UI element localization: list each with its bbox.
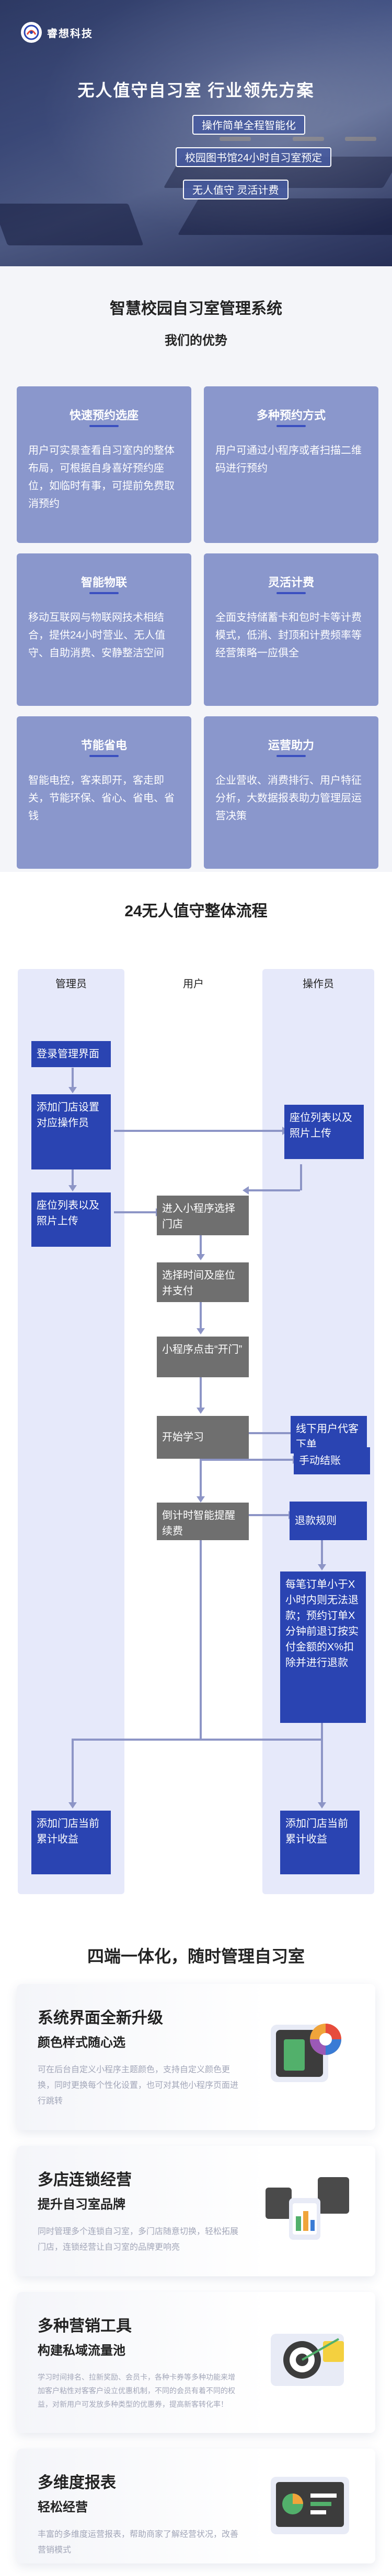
feature-title: 多维度报表 bbox=[38, 2474, 116, 2491]
arrow-down-icon bbox=[197, 1496, 205, 1503]
marketing-target-icon bbox=[271, 2334, 344, 2386]
advantage-title: 运营助力 bbox=[215, 716, 367, 757]
flow-connector bbox=[248, 1189, 300, 1191]
feature-card: 多维度报表 轻松经营 丰富的多维度运营报表，帮助商家了解经营状况，改善营销模式 bbox=[17, 2449, 375, 2563]
advantage-title: 多种预约方式 bbox=[215, 386, 367, 427]
advantage-card: 节能省电 智能电控，客来即开，客走即关，节能环保、省心、省电、省钱 bbox=[17, 716, 191, 869]
arrow-left-icon bbox=[243, 1186, 249, 1195]
flow-step-refund-rules: 退款规则 bbox=[290, 1502, 367, 1540]
features-heading: 四端一体化，随时管理自习室 bbox=[87, 1947, 305, 1966]
flow-connector bbox=[200, 1459, 294, 1461]
arrow-down-icon bbox=[197, 1408, 205, 1414]
flow-step-admin-add-store: 添加门店设置对应操作员 bbox=[31, 1094, 111, 1169]
advantage-card: 灵活计费 全面支持储蓄卡和包时卡等计费模式，低消、封顶和计费频率等经营策略一应俱… bbox=[204, 553, 378, 706]
advantages-heading: 智慧校园自习室管理系统 bbox=[110, 300, 282, 317]
arrow-down-icon bbox=[318, 1802, 326, 1809]
flow-connector bbox=[114, 1211, 157, 1213]
arrow-down-icon bbox=[197, 1254, 205, 1260]
feature-subtitle: 轻松经营 bbox=[38, 2500, 88, 2514]
advantage-card: 智能物联 移动互联网与物联网技术相结合，提供24小时营业、无人值守、自助消费、安… bbox=[17, 553, 191, 706]
hero-tag: 校园图书馆24小时自习室预定 bbox=[176, 147, 332, 167]
advantage-title: 灵活计费 bbox=[215, 553, 367, 594]
feature-subtitle: 构建私域流量池 bbox=[38, 2344, 125, 2358]
flow-step-manual-settle: 手动结账 bbox=[294, 1447, 370, 1474]
feature-desc: 可在后台自定义小程序主题颜色，支持自定义颜色更换，同时更换每个性化设置，也可对其… bbox=[38, 2065, 239, 2106]
feature-subtitle: 提升自习室品牌 bbox=[38, 2197, 125, 2212]
feature-desc: 同时管理多个连锁自习室，多门店随意切换，轻松拓展门店，连锁经营让自习室的品牌更响… bbox=[38, 2227, 239, 2252]
feature-desc: 学习时间排名、拉新奖励、会员卡，各种卡券等多种功能来增加客户粘性对客客户设立优惠… bbox=[38, 2373, 235, 2408]
flow-step-operator-income: 添加门店当前累计收益 bbox=[280, 1811, 360, 1874]
color-palette-icon bbox=[271, 2024, 341, 2082]
advantage-card: 运营助力 企业营收、消费排行、用户特征分析，大数据报表助力管理层运营决策 bbox=[204, 716, 378, 869]
advantage-desc: 全面支持储蓄卡和包时卡等计费模式，低消、封顶和计费频率等经营策略一应俱全 bbox=[215, 612, 362, 659]
advantage-desc: 移动互联网与物联网技术相结合，提供24小时营业、无人值守、自助消费、安静整洁空间 bbox=[28, 612, 166, 659]
arrow-down-icon bbox=[197, 1328, 205, 1334]
flow-connector bbox=[200, 1302, 202, 1330]
flow-connector bbox=[72, 1739, 321, 1741]
advantage-desc: 用户可实景查看自习室内的整体布局，可根据自身喜好预约座位，如临时有事，可提前免费… bbox=[28, 445, 175, 510]
flow-connector bbox=[300, 1164, 302, 1190]
hero-tag: 操作简单全程智能化 bbox=[192, 115, 305, 135]
feature-title: 系统界面全新升级 bbox=[38, 2010, 163, 2027]
flow-step-admin-login: 登录管理界面 bbox=[31, 1041, 111, 1067]
flow-connector bbox=[72, 1068, 74, 1089]
flow-title: 24无人值守整体流程 bbox=[124, 903, 268, 920]
flow-step-admin-income: 添加门店当前累计收益 bbox=[31, 1811, 111, 1874]
flow-step-user-enter: 进入小程序选择门店 bbox=[157, 1196, 249, 1235]
lane-label-admin: 管理员 bbox=[55, 978, 87, 990]
feature-card: 多店连锁经营 提升自习室品牌 同时管理多个连锁自习室，多门店随意切换，轻松拓展门… bbox=[17, 2146, 375, 2276]
advantage-title: 节能省电 bbox=[28, 716, 180, 757]
advantage-card: 多种预约方式 用户可通过小程序或者扫描二维码进行预约 bbox=[204, 386, 378, 543]
advantage-card: 快速预约选座 用户可实景查看自习室内的整体布局，可根据自身喜好预约座位，如临时有… bbox=[17, 386, 191, 543]
feature-desc: 丰富的多维度运营报表，帮助商家了解经营状况，改善营销模式 bbox=[38, 2530, 239, 2555]
flow-connector bbox=[321, 1540, 323, 1566]
flow-step-user-pay: 选择时间及座位并支付 bbox=[157, 1262, 249, 1302]
feature-card: 系统界面全新升级 颜色样式随心选 可在后台自定义小程序主题颜色，支持自定义颜色更… bbox=[17, 1984, 375, 2130]
flow-connector bbox=[72, 1739, 74, 1804]
logo-icon bbox=[21, 22, 42, 43]
hero-banner: 睿想科技 无人值守自习室 行业领先方案 操作简单全程智能化 校园图书馆24小时自… bbox=[0, 0, 392, 266]
flow-connector bbox=[248, 1432, 291, 1434]
advantage-desc: 智能电控，客来即开，客走即关，节能环保、省心、省电、省钱 bbox=[28, 775, 175, 822]
flow-connector bbox=[248, 1514, 290, 1516]
feature-title: 多种营销工具 bbox=[38, 2318, 132, 2335]
arrow-down-icon bbox=[318, 1564, 326, 1570]
advantage-desc: 用户可通过小程序或者扫描二维码进行预约 bbox=[215, 445, 362, 474]
store-chain-icon bbox=[266, 2177, 349, 2240]
hero-title: 无人值守自习室 行业领先方案 bbox=[77, 81, 315, 100]
flow-connector bbox=[114, 1130, 283, 1132]
arrow-down-icon bbox=[68, 1802, 77, 1809]
feature-title: 多店连锁经营 bbox=[38, 2171, 132, 2189]
flow-connector bbox=[200, 1459, 202, 1498]
advantage-desc: 企业营收、消费排行、用户特征分析，大数据报表助力管理层运营决策 bbox=[215, 775, 362, 822]
report-dashboard-icon bbox=[271, 2477, 349, 2534]
brand-name: 睿想科技 bbox=[47, 28, 93, 40]
flow-step-refund-detail: 每笔订单小于X小时内则无法退款；预约订单X分钟前退订按实付金额的X%扣除并进行退… bbox=[280, 1571, 366, 1723]
advantage-title: 快速预约选座 bbox=[28, 386, 180, 427]
arrow-down-icon bbox=[68, 1087, 77, 1093]
feature-subtitle: 颜色样式随心选 bbox=[38, 2036, 125, 2050]
arrow-down-icon bbox=[68, 1185, 77, 1191]
advantages-subheading: 我们的优势 bbox=[165, 334, 227, 348]
advantage-title: 智能物联 bbox=[28, 553, 180, 594]
flow-step-operator-upload: 座位列表以及照片上传 bbox=[284, 1105, 364, 1159]
flow-connector bbox=[321, 1723, 323, 1804]
flow-step-user-open: 小程序点击“开门” bbox=[157, 1337, 249, 1377]
lane-label-user: 用户 bbox=[183, 978, 204, 990]
flow-step-user-study: 开始学习 bbox=[157, 1416, 249, 1459]
flow-connector bbox=[72, 1169, 74, 1187]
lane-label-operator: 操作员 bbox=[303, 978, 334, 990]
hero-tag: 无人值守 灵活计费 bbox=[183, 180, 289, 199]
flow-connector bbox=[200, 1540, 202, 1739]
brand-logo: 睿想科技 bbox=[21, 21, 93, 44]
feature-card: 多种营销工具 构建私域流量池 学习时间排名、拉新奖励、会员卡，各种卡券等多种功能… bbox=[17, 2292, 375, 2433]
flow-connector bbox=[200, 1377, 202, 1410]
flow-connector bbox=[200, 1235, 202, 1256]
flow-step-admin-upload: 座位列表以及照片上传 bbox=[31, 1192, 111, 1247]
flow-step-user-renew: 倒计时智能提醒续费 bbox=[157, 1503, 249, 1540]
